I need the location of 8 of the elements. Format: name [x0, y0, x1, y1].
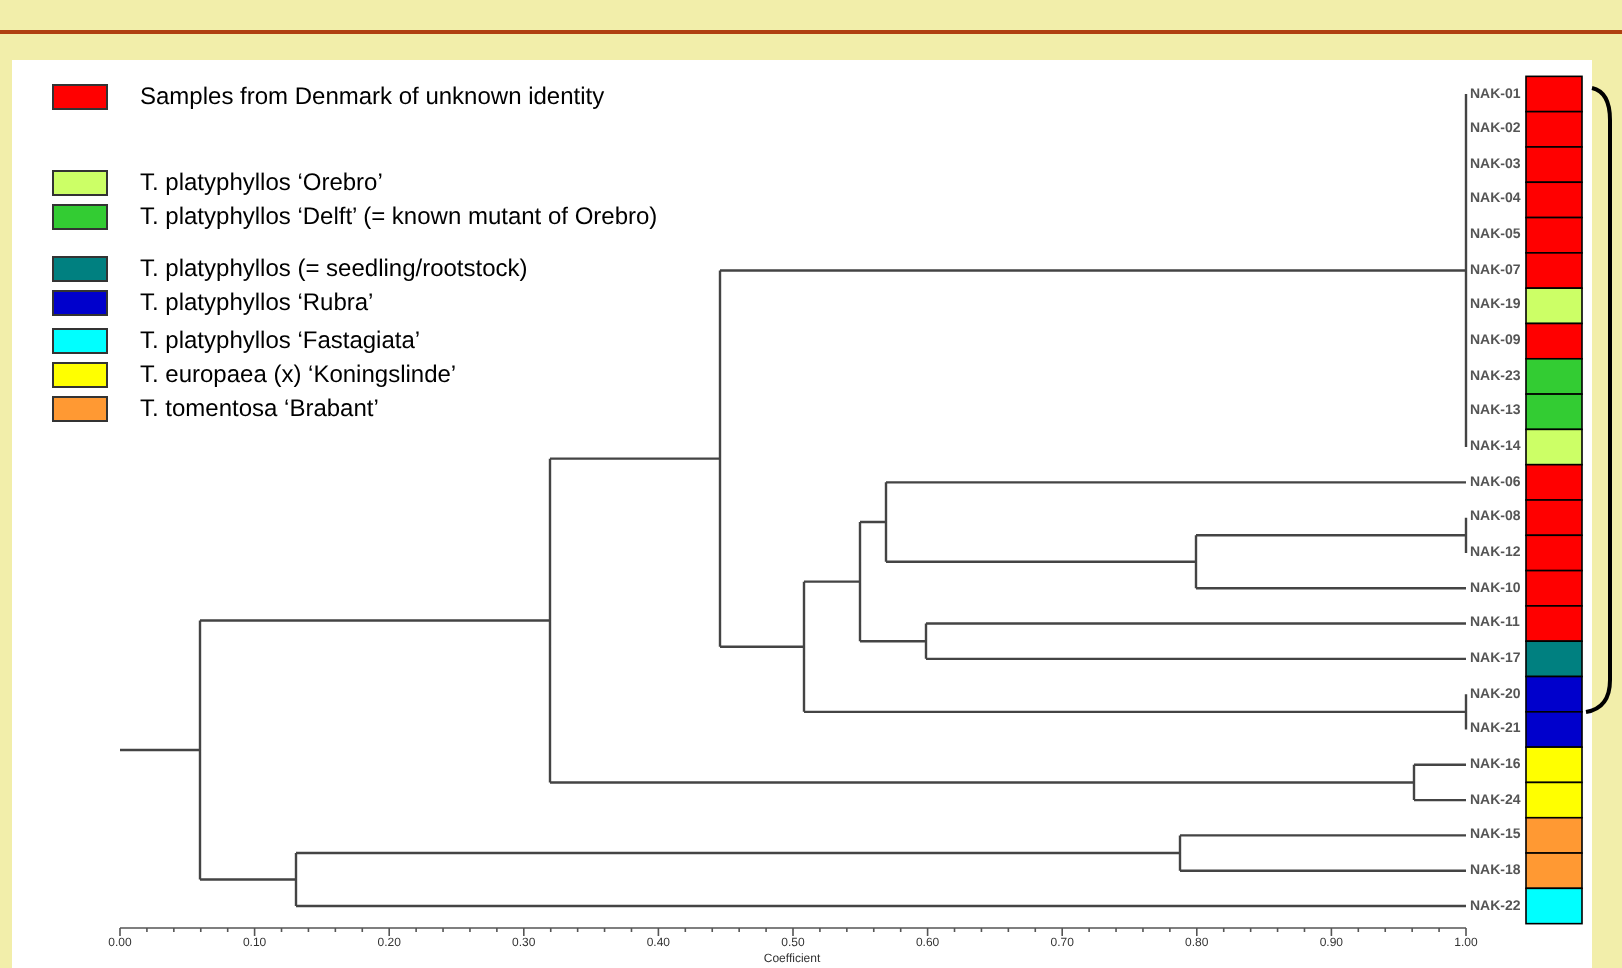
legend-text: T. platyphyllos ‘Delft’ (= known mutant of Orebro) — [140, 202, 658, 230]
legend-text: T. tomentosa ‘Brabant’ — [140, 394, 379, 422]
legend-text: T. platyphyllos ‘Fastagiata’ — [140, 326, 421, 354]
legend-text: Samples from Denmark of unknown identity — [140, 82, 605, 110]
legend-text: T. platyphyllos ‘Rubra’ — [140, 288, 374, 316]
legend-text: T. europaea (x) ‘Koningslinde’ — [140, 360, 457, 388]
legend-text: T. platyphyllos (= seedling/rootstock) — [140, 254, 528, 282]
legend-text: T. platyphyllos ‘Orebro’ — [140, 168, 383, 196]
